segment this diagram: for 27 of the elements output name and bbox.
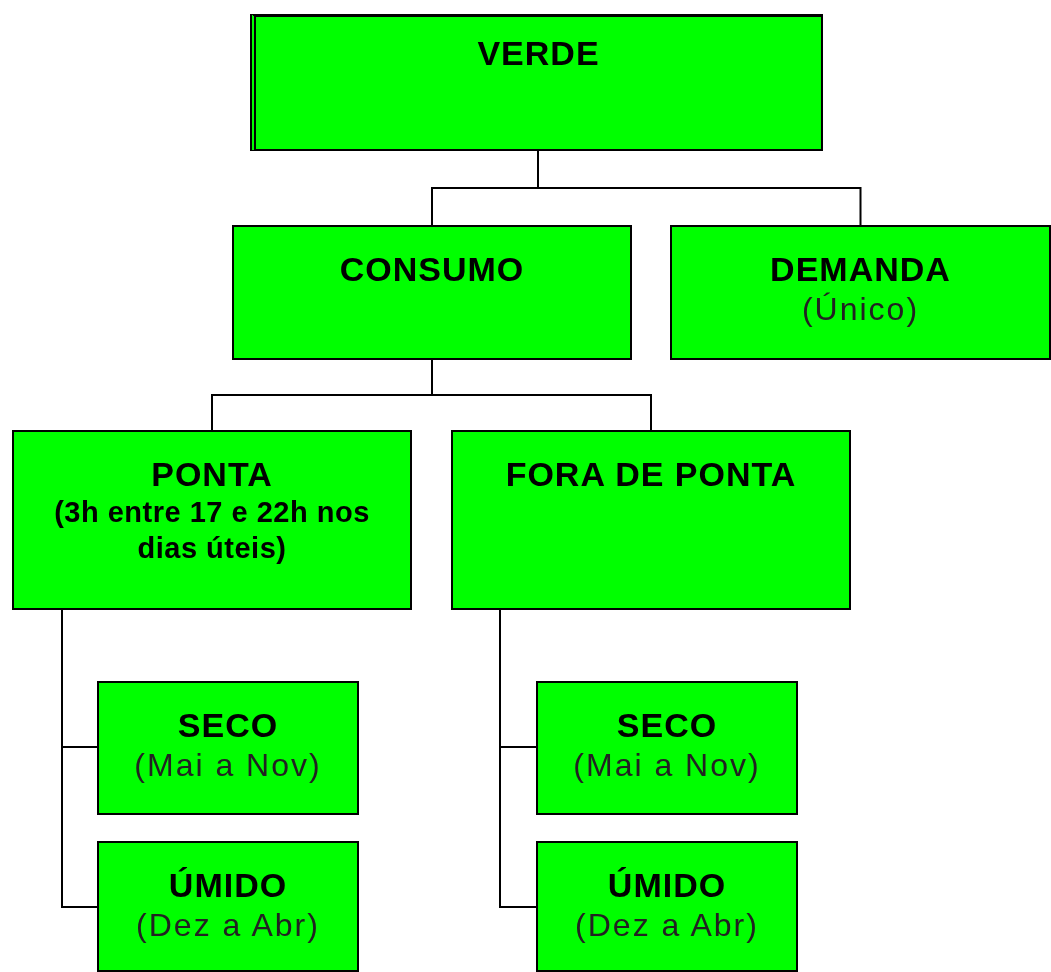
node-title: VERDE [476,33,601,73]
node-subtitle: (3h entre 17 e 22h nos dias úteis) [53,495,371,566]
node-title: DEMANDA [769,249,952,289]
node-title: SECO [615,705,719,745]
category-box [670,225,1051,360]
node-title: CONSUMO [338,249,526,289]
connector-line [431,359,652,431]
node-subtitle: (Mai a Nov) [572,746,762,785]
node-subtitle: (Único) [800,290,921,329]
node-title: SECO [176,705,280,745]
node-title: FORA DE PONTA [504,454,798,494]
category-box [536,681,798,815]
node-title: ÚMIDO [167,865,289,905]
connector-line [61,609,98,908]
category-box [97,841,359,972]
category-box [536,841,798,972]
category-box [250,14,823,151]
node-title: ÚMIDO [606,865,728,905]
category-box [97,681,359,815]
category-box [12,430,412,610]
node-subtitle: (Mai a Nov) [133,746,323,785]
node-title: PONTA [150,454,274,494]
node-subtitle: (Dez a Abr) [135,906,321,945]
node-subtitle: (Dez a Abr) [574,906,760,945]
category-box [451,430,851,610]
connector-line [499,609,537,908]
category-box [232,225,632,360]
